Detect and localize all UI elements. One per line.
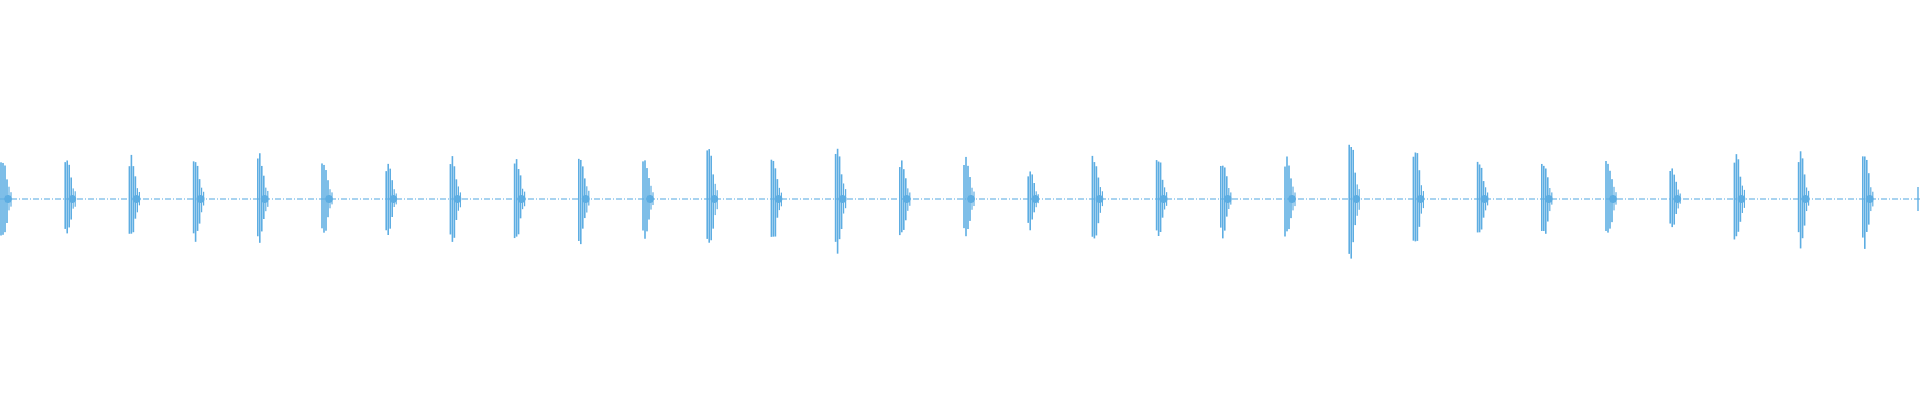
waveform-pulse	[770, 159, 783, 237]
waveform-pulse	[1348, 144, 1361, 259]
waveform-pulse	[1476, 161, 1489, 233]
waveform-pulse	[1155, 160, 1168, 237]
waveform-pulse-core	[774, 195, 783, 203]
waveform-pulse-core	[68, 195, 77, 203]
waveform-pulse	[192, 161, 205, 242]
waveform-pulse-core	[1031, 195, 1040, 203]
waveform-pulse	[642, 160, 654, 239]
waveform-pulse	[1862, 156, 1874, 249]
waveform-pulse-core	[1159, 195, 1168, 203]
waveform-pulse-core	[132, 195, 141, 203]
waveform-pulse	[321, 163, 333, 233]
waveform-pulse-core	[1288, 195, 1296, 203]
waveform-pulse	[1669, 168, 1682, 228]
waveform-pulse-core	[196, 195, 205, 203]
waveform-pulse	[963, 156, 975, 237]
waveform-pulse	[1797, 151, 1810, 249]
waveform-pulse-core	[1416, 195, 1425, 203]
waveform-pulse	[1733, 154, 1746, 240]
waveform-pulse-core	[1095, 195, 1104, 203]
waveform-pulse	[706, 149, 719, 243]
waveform-pulse-core	[581, 195, 590, 203]
waveform-pulse-core	[902, 195, 911, 203]
waveform-pulse-core	[325, 195, 333, 203]
waveform-pulse-core	[517, 195, 526, 203]
waveform-pulse	[449, 156, 462, 242]
waveform-pulse	[256, 153, 269, 243]
waveform-pulse-core	[1801, 195, 1810, 203]
waveform-pulse-core	[1609, 195, 1617, 203]
waveform-pulse-core	[1673, 195, 1682, 203]
waveform-pulse-core	[838, 195, 847, 203]
waveform-pulse-core	[389, 195, 398, 203]
waveform-pulse	[1027, 171, 1040, 231]
waveform-pulse	[577, 158, 590, 245]
waveform-pulse	[1091, 155, 1104, 239]
waveform-pulse-core	[710, 195, 719, 203]
waveform-pulse	[0, 162, 12, 236]
waveform-pulse	[1284, 156, 1296, 237]
waveform-pulse	[64, 160, 77, 234]
waveform-pulse-core	[1352, 195, 1361, 203]
waveform-pulse-core	[453, 195, 462, 203]
waveform-pulse-core	[967, 195, 975, 203]
waveform-pulse-core	[1480, 195, 1489, 203]
waveform-pulse-core	[1865, 195, 1874, 203]
waveform-pulse-core	[646, 195, 654, 203]
waveform-pulse-core	[4, 195, 12, 203]
waveform-pulse	[1605, 161, 1617, 233]
waveform-pulse-core	[1223, 195, 1232, 203]
waveform-pulse-core	[260, 195, 269, 203]
waveform-pulse	[834, 148, 847, 254]
waveform-pulse-core	[1544, 195, 1553, 203]
waveform-pulse-core	[1737, 195, 1746, 203]
waveform-pulse	[385, 163, 398, 235]
waveform-pulse	[1412, 152, 1425, 242]
waveform-pulse	[513, 159, 526, 239]
waveform-pulse	[898, 160, 911, 236]
waveform-pulse	[128, 154, 141, 234]
waveform-pulse	[1220, 165, 1232, 239]
waveform-pulse	[1541, 163, 1553, 234]
